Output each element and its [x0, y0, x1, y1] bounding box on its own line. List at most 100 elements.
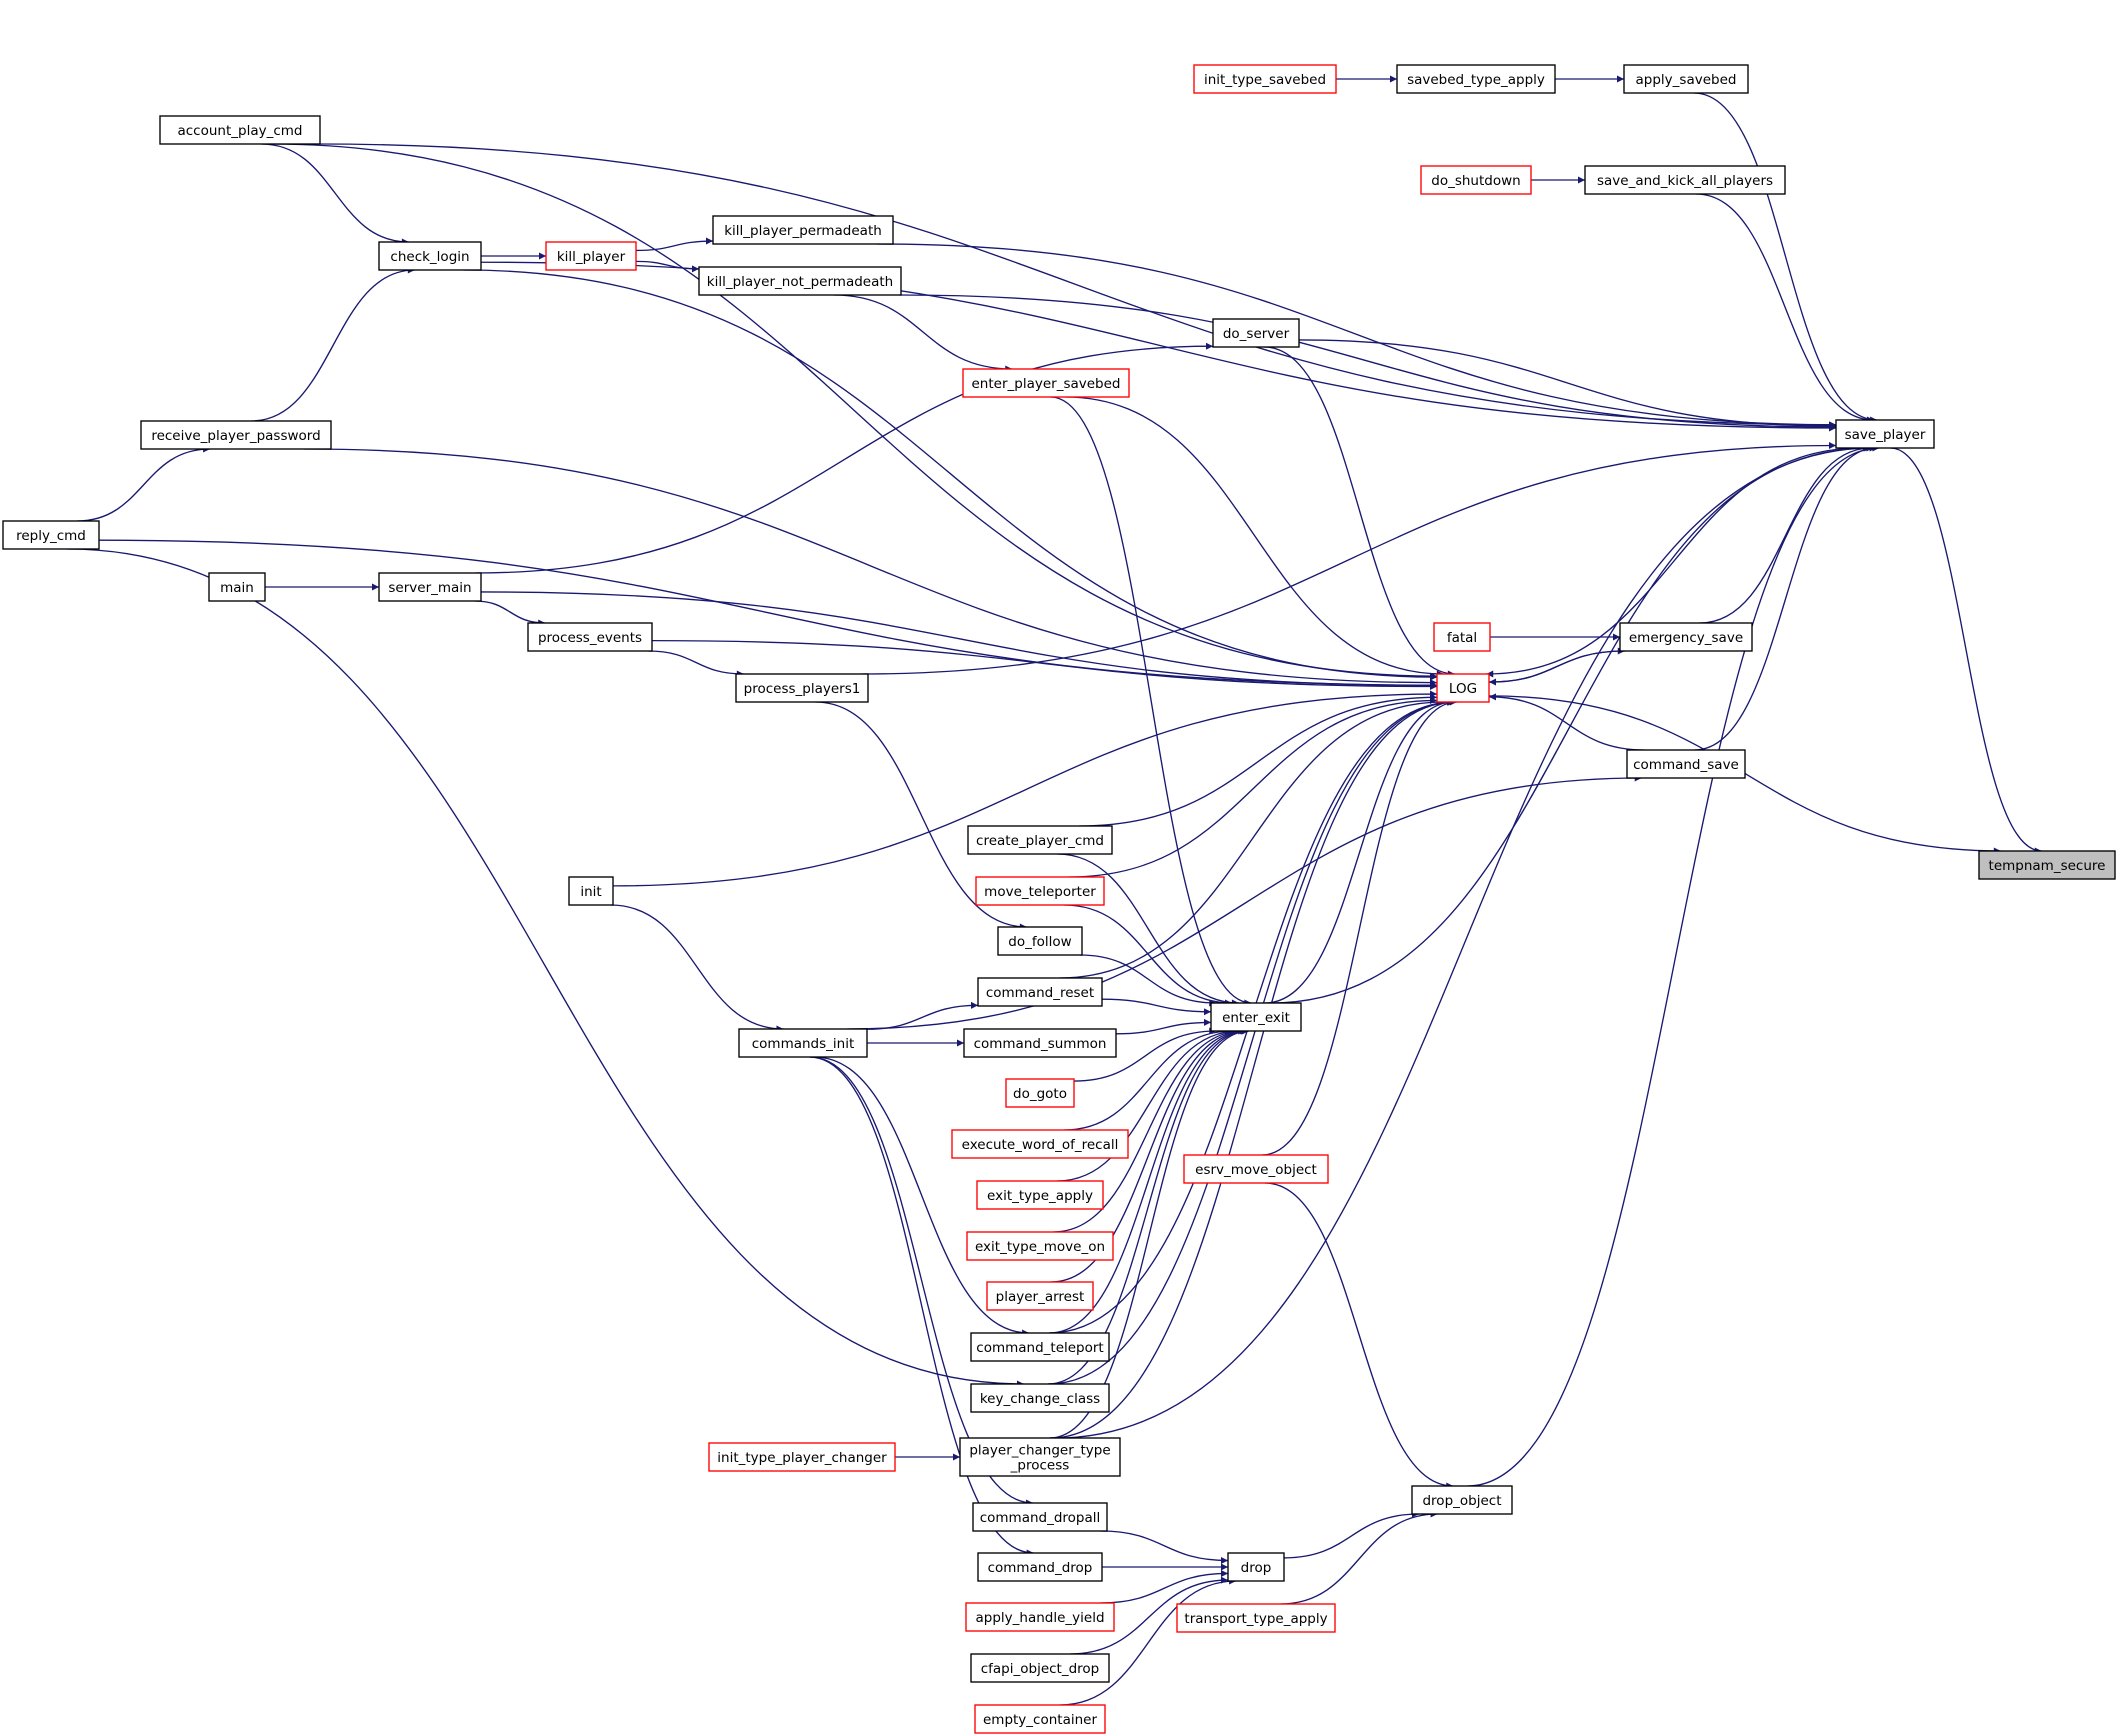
node-save-and-kick-all-players[interactable]: save_and_kick_all_players [1584, 165, 1786, 195]
node-save-player[interactable]: save_player [1835, 419, 1935, 449]
node-label: savebed_type_apply [1407, 72, 1545, 88]
node-label: exit_type_apply [987, 1188, 1093, 1204]
node-label: cfapi_object_drop [981, 1661, 1100, 1677]
nodes-layer: reply_cmd account_play_cmd receive_player_… [2, 64, 2116, 1734]
edge-apply_savebed-to-save_player [1693, 92, 1878, 424]
node-enter-player-savebed[interactable]: enter_player_savebed [962, 368, 1130, 398]
node-do-follow[interactable]: do_follow [997, 926, 1083, 956]
node-commands-init[interactable]: commands_init [738, 1028, 868, 1058]
node-init-type-player-changer[interactable]: init_type_player_changer [708, 1442, 896, 1472]
node-command-drop[interactable]: command_drop [977, 1552, 1103, 1582]
node-box [970, 1383, 1110, 1413]
edge-command_teleport-to-enter_exit [1049, 1027, 1247, 1334]
node-label: process_events [538, 630, 642, 646]
node-process-players1[interactable]: process_players1 [735, 673, 869, 703]
node-apply-savebed[interactable]: apply_savebed [1623, 64, 1749, 94]
node-transport-type-apply[interactable]: transport_type_apply [1176, 1603, 1336, 1633]
edge-key_change_class-to-enter_exit [1047, 1027, 1249, 1385]
node-label: transport_type_apply [1184, 1611, 1327, 1627]
node-box [140, 420, 332, 450]
node-drop-object[interactable]: drop_object [1411, 1485, 1513, 1515]
node-exit-type-move-on[interactable]: exit_type_move_on [966, 1231, 1114, 1261]
node-label: do_server [1223, 326, 1290, 342]
node-receive-player-password[interactable]: receive_player_password [140, 420, 332, 450]
node-main[interactable]: main [208, 572, 266, 602]
node-command-save[interactable]: command_save [1626, 749, 1746, 779]
node-label: create_player_cmd [976, 833, 1104, 849]
node-label: command_dropall [980, 1510, 1101, 1526]
edge-drop-to-drop_object [1283, 1510, 1419, 1559]
node-label: drop_object [1422, 1493, 1501, 1509]
node-apply-handle-yield[interactable]: apply_handle_yield [965, 1602, 1115, 1632]
node-box [1396, 64, 1556, 94]
node-check-login[interactable]: check_login [378, 241, 482, 271]
node-label: kill_player_not_permadeath [707, 274, 893, 290]
node-LOG[interactable]: LOG [1436, 673, 1490, 703]
node-label: emergency_save [1629, 630, 1743, 646]
node-drop[interactable]: drop [1227, 1552, 1285, 1582]
node-do-goto[interactable]: do_goto [1005, 1078, 1075, 1108]
node-reply-cmd[interactable]: reply_cmd [2, 520, 100, 550]
node-box [963, 1028, 1117, 1058]
node-exit-type-apply[interactable]: exit_type_apply [976, 1180, 1104, 1210]
edge-command_save-to-LOG [1488, 693, 1645, 751]
node-player-changer-type-process[interactable]: player_changer_type_process [959, 1437, 1121, 1477]
node-box [545, 241, 637, 271]
node-label: command_save [1633, 757, 1739, 773]
node-label: tempnam_secure [1989, 858, 2106, 874]
node-emergency-save[interactable]: emergency_save [1619, 622, 1753, 652]
node-box [2, 520, 100, 550]
node-kill-player-not-permadeath[interactable]: kill_player_not_permadeath [698, 266, 902, 296]
node-box [974, 1704, 1106, 1734]
node-execute-word-of-recall[interactable]: execute_word_of_recall [951, 1129, 1129, 1159]
edge-player_changer_type_process-to-enter_exit [1049, 1027, 1250, 1439]
node-kill-player[interactable]: kill_player [545, 241, 637, 271]
node-player-arrest[interactable]: player_arrest [986, 1281, 1094, 1311]
edge-do_goto-to-enter_exit [1073, 1027, 1217, 1082]
node-label: init_type_savebed [1204, 72, 1326, 88]
edge-player_changer_type_process-to-LOG [1050, 698, 1456, 1439]
node-box [698, 266, 902, 296]
node-empty-container[interactable]: empty_container [974, 1704, 1106, 1734]
node-command-summon[interactable]: command_summon [963, 1028, 1117, 1058]
node-box [378, 572, 482, 602]
node-esrv-move-object[interactable]: esrv_move_object [1183, 1154, 1329, 1184]
node-move-teleporter[interactable]: move_teleporter [975, 876, 1105, 906]
node-kill-player-permadeath[interactable]: kill_player_permadeath [712, 215, 894, 245]
edge-kill_player-to-kill_player_not_permadeath [635, 260, 700, 273]
node-key-change-class[interactable]: key_change_class [970, 1383, 1110, 1413]
node-init[interactable]: init [568, 876, 614, 906]
node-savebed-type-apply[interactable]: savebed_type_apply [1396, 64, 1556, 94]
edge-transport_type_apply-to-drop_object [1280, 1510, 1438, 1605]
edge-process_players1-to-do_follow [815, 701, 1027, 931]
edge-kill_player_not_permadeath-to-enter_player_savebed [833, 294, 1013, 373]
node-command-teleport[interactable]: command_teleport [970, 1332, 1110, 1362]
node-tempnam-secure[interactable]: tempnam_secure [1978, 850, 2116, 880]
node-cfapi-object-drop[interactable]: cfapi_object_drop [970, 1653, 1110, 1683]
node-init-type-savebed[interactable]: init_type_savebed [1193, 64, 1337, 94]
node-box [970, 1332, 1110, 1362]
node-create-player-cmd[interactable]: create_player_cmd [967, 825, 1113, 855]
node-box [1193, 64, 1337, 94]
node-enter-exit[interactable]: enter_exit [1210, 1002, 1302, 1032]
node-command-reset[interactable]: command_reset [977, 977, 1103, 1007]
node-do-shutdown[interactable]: do_shutdown [1420, 165, 1532, 195]
node-box [1420, 165, 1532, 195]
node-process-events[interactable]: process_events [527, 622, 653, 652]
node-account-play-cmd[interactable]: account_play_cmd [159, 115, 321, 145]
edge-do_follow-to-enter_exit [1079, 954, 1217, 1007]
node-label: save_player [1845, 427, 1926, 443]
node-server-main[interactable]: server_main [378, 572, 482, 602]
node-command-dropall[interactable]: command_dropall [972, 1502, 1108, 1532]
edge-account_play_cmd-to-LOG [270, 143, 1438, 680]
node-box [986, 1281, 1094, 1311]
node-fatal[interactable]: fatal [1433, 622, 1491, 652]
edge-enter_exit-to-LOG [1264, 698, 1455, 1004]
node-do-server[interactable]: do_server [1212, 318, 1300, 348]
edge-exit_type_move_on-to-enter_exit [1053, 1027, 1243, 1233]
edge-player_changer_type_process-to-save_player [1055, 444, 1874, 1439]
node-label: main [220, 580, 254, 596]
node-box [951, 1129, 1129, 1159]
edge-enter_player_savebed-to-LOG [1065, 396, 1444, 678]
